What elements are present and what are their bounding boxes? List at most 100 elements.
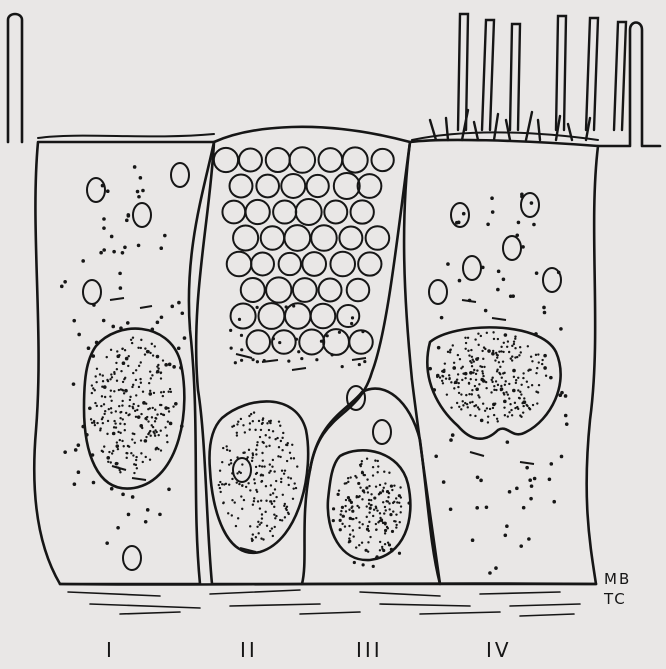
- stipple-dot: [399, 511, 401, 513]
- stipple-dot: [491, 377, 493, 379]
- stipple-dot: [240, 334, 243, 337]
- stipple-dot: [437, 346, 441, 350]
- stipple-dot: [147, 420, 149, 422]
- cell-IV-outline: [404, 140, 598, 584]
- stipple-dot: [331, 353, 334, 356]
- long-microvillus: [482, 20, 494, 130]
- stipple-dot: [479, 479, 483, 483]
- stipple-dot: [521, 245, 525, 249]
- granule: [281, 174, 305, 198]
- stipple-dot: [395, 524, 397, 526]
- stipple-dot: [467, 337, 469, 339]
- stipple-dot: [522, 377, 524, 379]
- stipple-dot: [515, 487, 519, 491]
- stipple-dot: [258, 465, 260, 467]
- stipple-dot: [545, 375, 547, 377]
- stipple-dot: [236, 432, 238, 434]
- stipple-dot: [296, 465, 298, 467]
- stipple-dot: [458, 279, 462, 283]
- stipple-dot: [85, 433, 89, 437]
- stipple-dot: [475, 404, 477, 406]
- stipple-dot: [140, 413, 142, 415]
- stipple-dot: [140, 439, 142, 441]
- stipple-dot: [467, 406, 469, 408]
- stipple-dot: [273, 500, 275, 502]
- stipple-dot: [168, 410, 170, 412]
- granule: [241, 278, 265, 302]
- organelle-dash: [132, 478, 146, 480]
- stipple-dot: [464, 377, 466, 379]
- stipple-dot: [541, 363, 543, 365]
- stipple-dot: [389, 513, 392, 516]
- stipple-dot: [480, 419, 484, 423]
- stipple-dot: [453, 362, 455, 364]
- stipple-dot: [126, 457, 128, 459]
- stipple-dot: [287, 360, 290, 363]
- stipple-dot: [482, 375, 484, 377]
- stipple-dot: [135, 416, 137, 418]
- stipple-dot: [110, 411, 112, 413]
- stipple-dot: [398, 494, 401, 497]
- stipple-dot: [482, 358, 484, 360]
- stipple-dot: [280, 478, 282, 480]
- stipple-dot: [91, 422, 93, 424]
- stipple-dot: [110, 235, 114, 239]
- stipple-dot: [520, 351, 522, 353]
- stipple-dot: [449, 438, 453, 442]
- stipple-dot: [446, 393, 448, 395]
- stipple-dot: [285, 305, 288, 308]
- organelle-dash: [140, 306, 152, 308]
- stipple-dot: [260, 499, 262, 501]
- stipple-dot: [144, 520, 148, 524]
- stipple-dot: [137, 405, 139, 407]
- stipple-dot: [130, 339, 132, 341]
- stipple-dot: [515, 233, 519, 237]
- granule: [239, 149, 262, 172]
- stipple-dot: [229, 329, 232, 332]
- stipple-dot: [96, 368, 98, 370]
- long-microvillus: [614, 22, 626, 130]
- stipple-dot: [460, 393, 462, 395]
- stipple-dot: [119, 471, 121, 473]
- stipple-dot: [478, 383, 480, 385]
- stipple-dot: [260, 537, 262, 539]
- basement-membrane: [60, 583, 596, 584]
- stipple-dot: [519, 397, 521, 399]
- stipple-dot: [370, 504, 372, 506]
- stipple-dot: [464, 348, 466, 350]
- stipple-dot: [136, 190, 140, 194]
- stipple-dot: [507, 393, 509, 395]
- stipple-dot: [434, 454, 438, 458]
- stipple-dot: [530, 201, 534, 205]
- stipple-dot: [108, 408, 110, 410]
- stipple-dot: [282, 494, 284, 496]
- stipple-dot: [106, 356, 108, 358]
- granule: [307, 175, 329, 197]
- stipple-dot: [262, 474, 264, 476]
- stipple-dot: [503, 342, 505, 344]
- stipple-dot: [242, 424, 244, 426]
- stipple-dot: [145, 456, 147, 458]
- stipple-dot: [537, 353, 539, 355]
- stipple-dot: [221, 461, 223, 463]
- stipple-dot: [264, 511, 266, 513]
- granule: [337, 305, 359, 327]
- organelle-oval: [233, 458, 251, 482]
- stipple-dot: [113, 420, 115, 422]
- stipple-dot: [112, 450, 114, 452]
- stipple-dot: [504, 333, 508, 337]
- stipple-dot: [253, 497, 255, 499]
- stipple-dot: [109, 395, 111, 397]
- stipple-dot: [536, 367, 538, 369]
- stipple-dot: [73, 482, 77, 486]
- stipple-dot: [548, 477, 552, 481]
- stipple-dot: [432, 388, 436, 392]
- stipple-dot: [527, 386, 529, 388]
- granule: [266, 277, 291, 302]
- stipple-dot: [268, 445, 270, 447]
- stipple-dot: [278, 446, 280, 448]
- stipple-dot: [162, 395, 164, 397]
- stipple-dot: [279, 456, 281, 458]
- cell-II-nucleus: [210, 401, 309, 552]
- stipple-dot: [169, 422, 173, 426]
